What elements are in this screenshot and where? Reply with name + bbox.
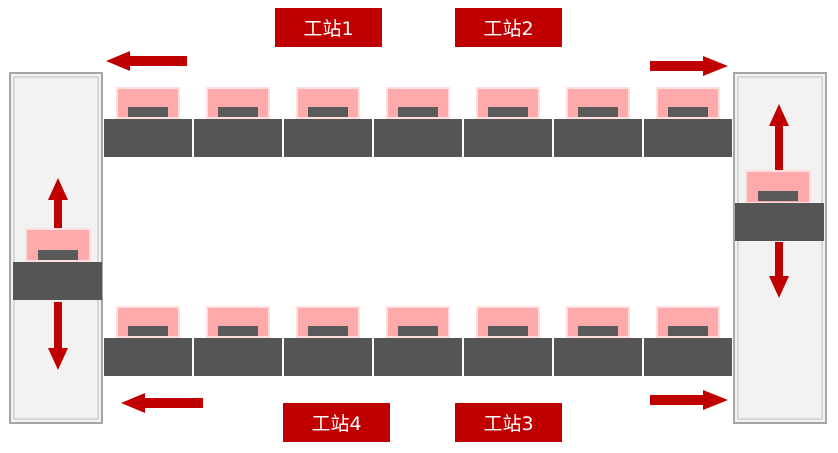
arrow-right-bottom	[650, 390, 728, 410]
bottom-belt-segment	[194, 338, 282, 376]
bottom-belt-segment	[644, 338, 732, 376]
top-pallet-slot	[398, 107, 438, 117]
top-belt-segment	[284, 119, 372, 157]
bottom-pallet-slot	[578, 326, 618, 336]
top-pallet-slot	[128, 107, 168, 117]
bottom-belt-segment	[374, 338, 462, 376]
arrow-right-top	[650, 56, 728, 76]
right-carriage-belt	[735, 203, 824, 241]
bottom-belt-segment	[284, 338, 372, 376]
top-pallet-slot	[218, 107, 258, 117]
top-pallet-slot	[668, 107, 708, 117]
top-pallet-slot	[308, 107, 348, 117]
left-carriage-slot	[38, 250, 78, 260]
station-label-3: 工站3	[455, 403, 562, 442]
top-belt-segment	[104, 119, 192, 157]
station-label-1: 工站1	[275, 8, 382, 47]
arrow-up-left	[48, 178, 68, 228]
right-elevator-carriage	[735, 170, 824, 241]
bottom-pallet-slot	[308, 326, 348, 336]
bottom-belt-segment	[104, 338, 192, 376]
top-belt-segment	[554, 119, 642, 157]
top-pallet-slot	[578, 107, 618, 117]
right-carriage-slot	[758, 191, 798, 201]
bottom-pallet-slot	[128, 326, 168, 336]
station-label-2: 工站2	[455, 8, 562, 47]
top-belt-segment	[194, 119, 282, 157]
arrow-down-left	[48, 302, 68, 370]
bottom-pallet-slot	[398, 326, 438, 336]
arrow-left-top	[106, 51, 187, 71]
bottom-pallet-slot	[668, 326, 708, 336]
arrow-left-bottom	[121, 393, 203, 413]
bottom-belt-segment	[554, 338, 642, 376]
bottom-pallet-slot	[488, 326, 528, 336]
bottom-belt-segment	[464, 338, 552, 376]
top-belt-segment	[374, 119, 462, 157]
arrow-up-right	[769, 104, 789, 170]
left-elevator-carriage	[13, 228, 102, 300]
top-belt-segment	[644, 119, 732, 157]
bottom-conveyor	[104, 306, 732, 376]
arrow-down-right	[769, 242, 789, 298]
station-label-4: 工站4	[283, 403, 390, 442]
top-belt-segment	[464, 119, 552, 157]
bottom-pallet-slot	[218, 326, 258, 336]
top-pallet-slot	[488, 107, 528, 117]
top-conveyor	[104, 87, 732, 157]
left-carriage-belt	[13, 262, 102, 300]
